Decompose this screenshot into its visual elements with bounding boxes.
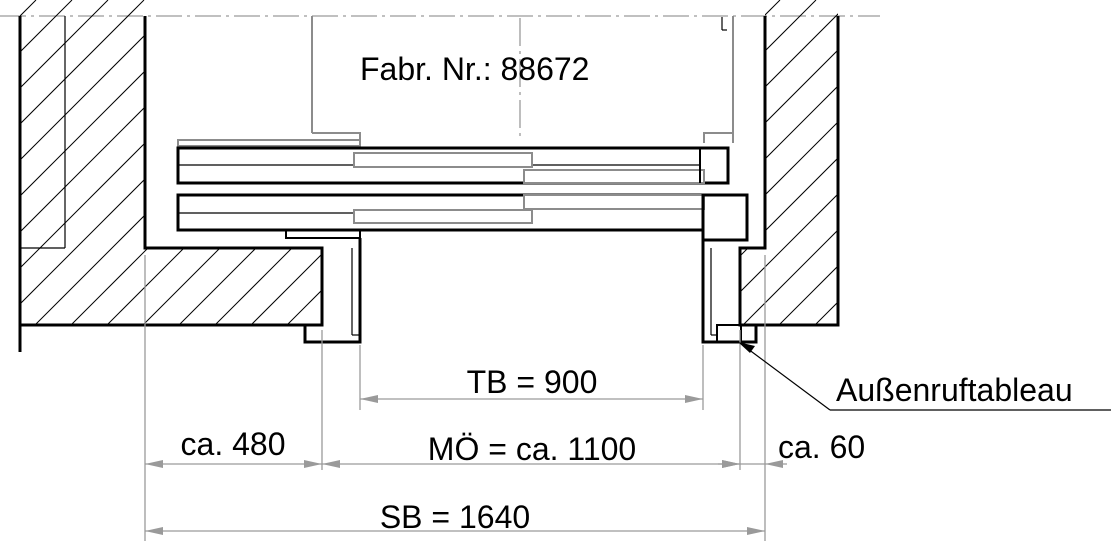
serial-number-label: Fabr. Nr.: 88672 (360, 51, 589, 87)
hatch-line (20, 0, 109, 325)
hatch-line (740, 0, 838, 325)
hatch-line (20, 0, 145, 325)
callout-leader (738, 342, 1111, 411)
lower-door-panels (176, 193, 749, 242)
dimension-arrowhead (722, 460, 740, 468)
left-clearance-label: ca. 480 (181, 426, 286, 462)
wall-opening-label: MÖ = ca. 1100 (428, 431, 636, 467)
door-frame-right (701, 240, 758, 344)
shaft-width-label: SB = 1640 (380, 499, 530, 535)
dimension-arrowhead (322, 460, 340, 468)
dimension-arrowhead (145, 527, 163, 535)
cabin-outline (311, 16, 734, 143)
hatch-line (740, 0, 838, 325)
hatch-line (740, 0, 838, 325)
door-width-label: TB = 900 (467, 364, 598, 400)
hatch-line (740, 0, 838, 325)
upper-door-panels (176, 139, 730, 185)
outer-call-panel (716, 324, 742, 343)
dimension-arrowhead (360, 395, 378, 403)
dimension-arrowhead (304, 460, 322, 468)
outer-call-panel-callout: Außenruftableau (836, 372, 1073, 408)
right-wall-outline (738, 16, 840, 327)
hatch-line (811, 0, 838, 325)
dimension-arrowhead (747, 527, 765, 535)
hatch-line (20, 0, 253, 325)
dimension-arrowhead (685, 395, 703, 403)
hatch-line (740, 0, 838, 325)
dimension-extension-lines (144, 255, 766, 541)
hatch-line (20, 0, 73, 325)
dimension-arrowhead (765, 460, 783, 468)
hatch-line (20, 0, 322, 325)
hatch-line (848, 0, 1119, 400)
hatch-line (20, 0, 181, 325)
hatch-line (20, 0, 217, 325)
hatch-line (20, 0, 37, 325)
dimension-lines (145, 395, 787, 535)
door-frame-left (303, 238, 362, 344)
dimension-arrowhead (145, 460, 163, 468)
hatch-line (740, 0, 838, 325)
right-clearance-label: ca. 60 (778, 429, 865, 465)
